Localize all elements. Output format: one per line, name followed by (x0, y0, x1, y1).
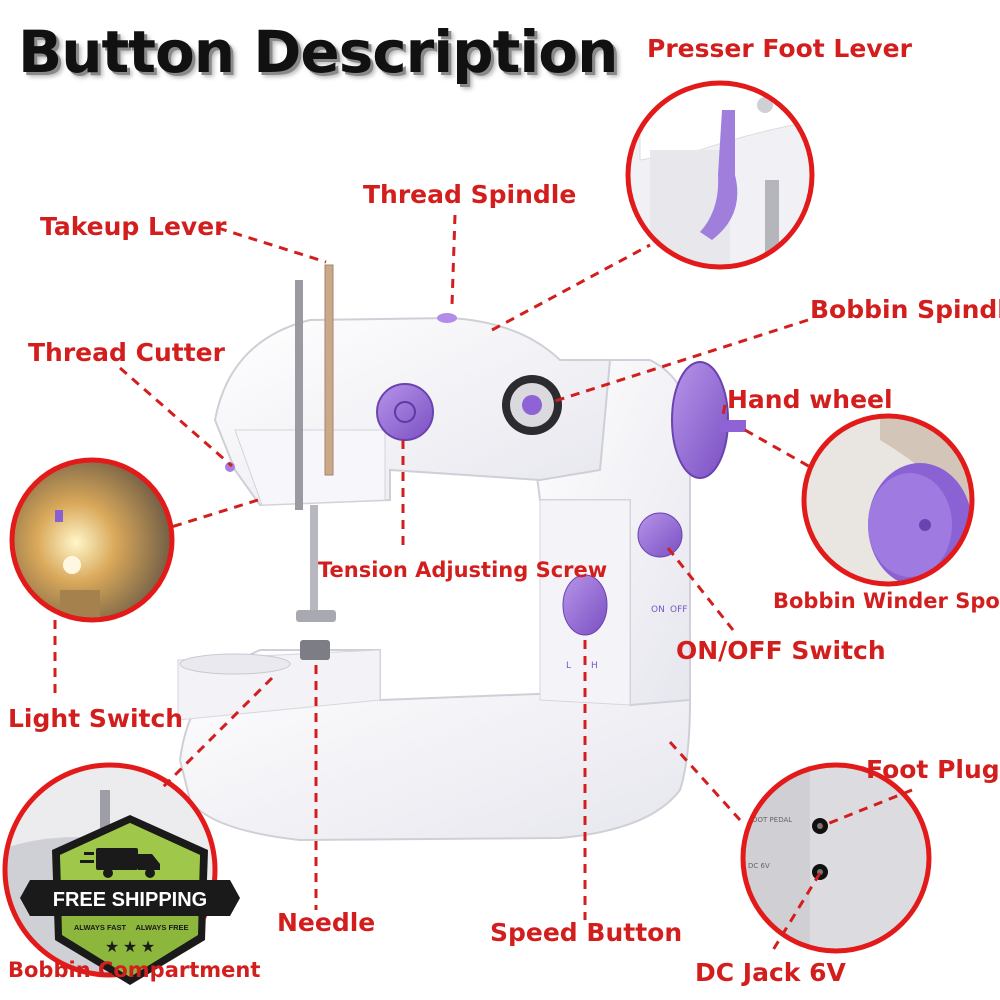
sewing-machine: ON OFF L H (177, 264, 746, 842)
dc-mark: DC 6V (748, 862, 770, 870)
label-hand-wheel: Hand wheel (727, 385, 893, 414)
label-takeup-lever: Takeup Lever (40, 212, 227, 241)
label-dc-jack: DC Jack 6V (695, 958, 846, 987)
star-icon: ★ (123, 937, 137, 956)
badge-left-text: ALWAYS FAST (74, 923, 127, 932)
label-tension-adjusting-screw: Tension Adjusting Screw (318, 558, 608, 582)
star-icons: ★ ★ ★ (105, 937, 155, 956)
label-speed-button: Speed Button (490, 918, 683, 947)
star-icon: ★ (105, 937, 119, 956)
page-title: Button Description (18, 18, 618, 86)
label-bobbin-compartment: Bobbin Compartment (8, 958, 261, 982)
label-presser-foot-lever: Presser Foot Lever (647, 34, 912, 63)
high-mark: H (591, 661, 598, 671)
label-bobbin-winder-spool: Bobbin Winder Spool (773, 589, 1000, 613)
label-light-switch: Light Switch (8, 704, 184, 733)
foot-pedal-mark: FOOT PEDAL (748, 816, 792, 824)
label-thread-spindle: Thread Spindle (363, 180, 577, 209)
inset-presser-foot-lever (625, 80, 815, 270)
free-shipping-badge: FREE SHIPPING ALWAYS FAST ALWAYS FREE ★ … (20, 815, 240, 985)
on-mark: ON (651, 605, 665, 615)
star-icon: ★ (141, 937, 155, 956)
inset-bobbin-winder-spool (801, 413, 975, 587)
low-mark: L (566, 661, 571, 671)
inset-light-switch (9, 457, 175, 623)
badge-right-text: ALWAYS FREE (135, 923, 188, 932)
badge-main-text: FREE SHIPPING (53, 889, 207, 911)
leader-lines (53, 214, 913, 956)
label-thread-cutter: Thread Cutter (28, 338, 225, 367)
label-bobbin-spindle: Bobbin Spindle (810, 295, 1000, 324)
label-onoff-switch: ON/OFF Switch (676, 636, 886, 665)
label-foot-plug: Foot Plug (866, 755, 1000, 784)
delivery-truck-icon (80, 848, 160, 878)
label-needle: Needle (277, 908, 376, 937)
off-mark: OFF (670, 605, 687, 615)
